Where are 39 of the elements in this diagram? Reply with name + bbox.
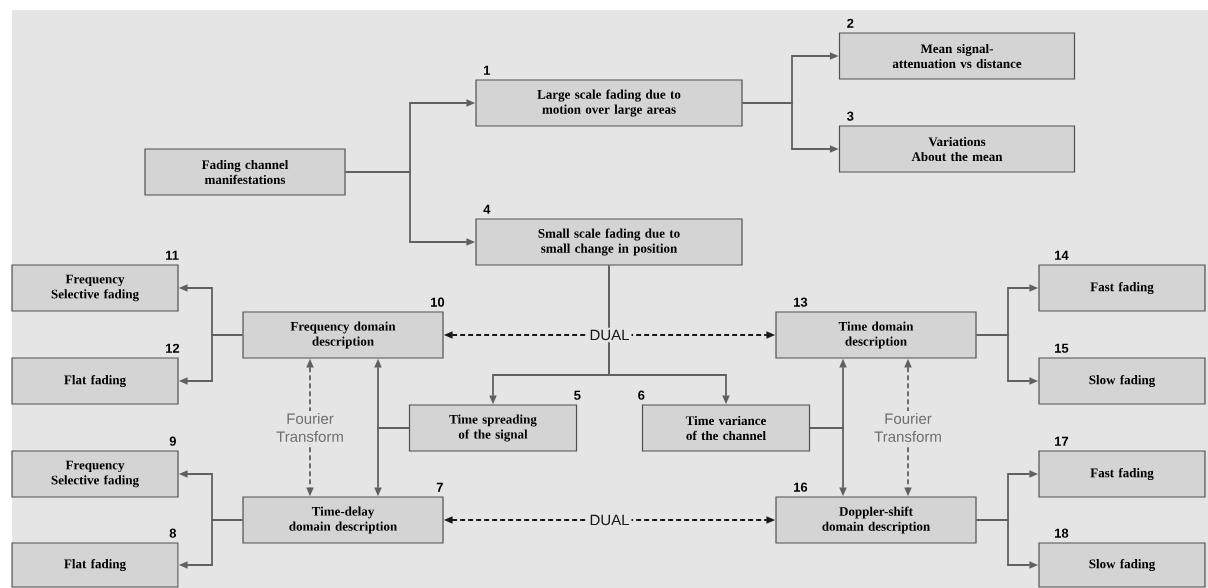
callout-number: 14: [1055, 250, 1069, 260]
process-box: Slow fading: [1038, 542, 1206, 588]
process-box: Slow fading: [1038, 357, 1206, 405]
edge-label: Fourier Transform: [869, 411, 947, 444]
callout-number: 11: [166, 250, 179, 260]
process-box: Time domain description: [775, 311, 977, 359]
process-box: Fast fading: [1038, 450, 1206, 498]
callout-number: 18: [1055, 528, 1069, 538]
callout-number: 5: [574, 390, 581, 400]
process-box: Flat fading: [11, 542, 179, 588]
process-box: Mean signal-attenuation vs distance: [838, 32, 1076, 80]
process-box: Frequency domain description: [242, 311, 444, 359]
callout-number: 9: [169, 436, 176, 446]
callout-number: 8: [169, 528, 177, 538]
callout-number: 17: [1055, 436, 1069, 446]
callout-number: 6: [638, 390, 645, 400]
process-box: Fast fading: [1038, 264, 1206, 312]
callout-number: 13: [794, 297, 808, 307]
process-box: Frequency Selective fading: [11, 264, 179, 312]
callout-number: 3: [847, 111, 854, 121]
callout-number: 15: [1055, 343, 1069, 353]
process-box: Variations About the mean: [838, 125, 1076, 173]
process-box: Doppler-shift domain description: [775, 496, 977, 544]
callout-number: 12: [166, 343, 180, 353]
callout-number: 4: [483, 204, 491, 214]
process-box: Flat fading: [11, 357, 179, 405]
callout-number: 7: [436, 482, 443, 492]
callout-number: 16: [794, 482, 808, 492]
callout-number: 1: [484, 65, 491, 75]
process-box: Frequency Selective fading: [11, 450, 179, 498]
process-box: Time variance of the channel: [641, 404, 811, 452]
callout-number: 2: [847, 18, 854, 28]
edge-label: Fourier Transform: [271, 411, 349, 444]
process-box: Large scale fading due to motion over large areas: [475, 79, 743, 127]
process-box: Fading channel manifestations: [144, 148, 346, 196]
callout-number: 10: [431, 297, 445, 307]
process-box: Time spreading of the signal: [408, 404, 578, 452]
process-box: Time-delay domain description: [242, 496, 444, 544]
process-box: Small scale fading due to small change in position: [475, 218, 743, 266]
